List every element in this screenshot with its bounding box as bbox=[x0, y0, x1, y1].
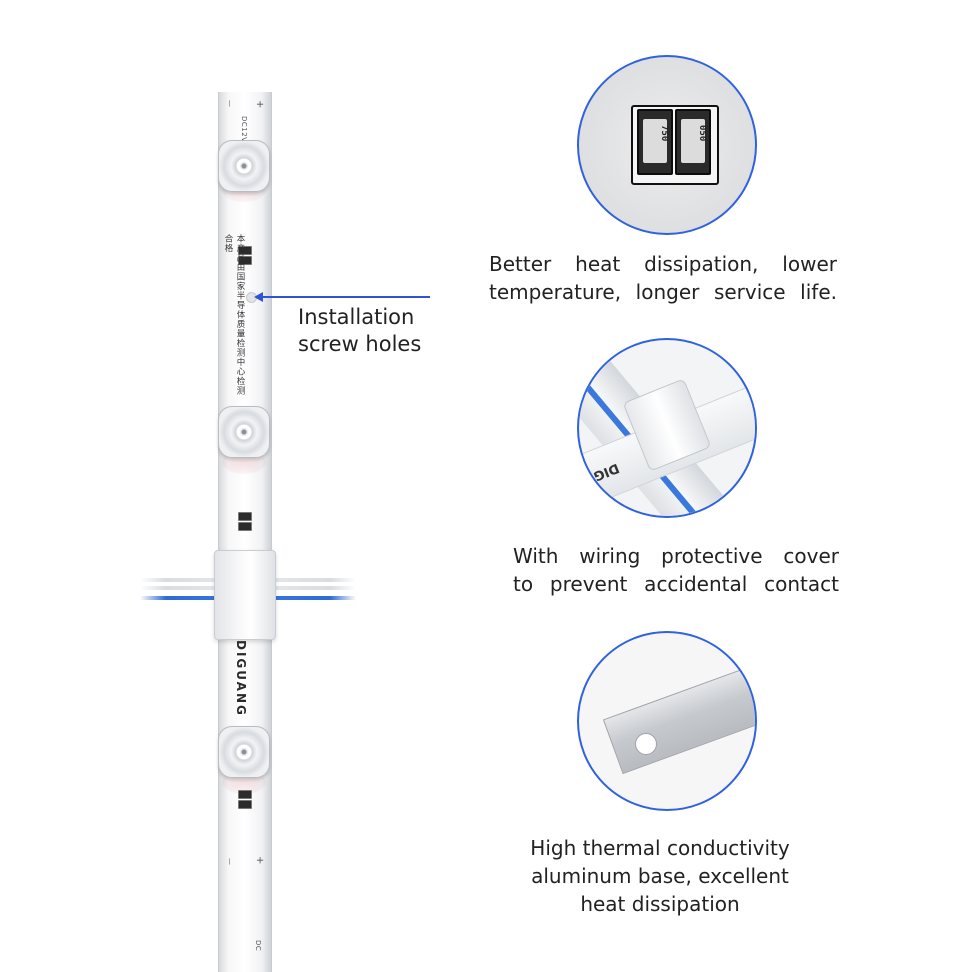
strip-minus-label: — bbox=[226, 858, 234, 866]
strip-brand-label: DIGUANG bbox=[234, 640, 248, 717]
caption-line: Better heat dissipation, lower bbox=[489, 252, 837, 276]
callout-arrow-line bbox=[258, 296, 430, 298]
chip-code: 050 bbox=[697, 125, 707, 142]
feature-caption-cover: With wiring protective cover to prevent … bbox=[513, 542, 839, 598]
caption-line: temperature, longer service life. bbox=[489, 280, 837, 304]
resistor-chip: 750 bbox=[637, 109, 673, 175]
resistor bbox=[238, 256, 252, 265]
led-lens bbox=[218, 726, 270, 778]
aluminum-base bbox=[602, 653, 755, 775]
chip-code: 750 bbox=[659, 125, 669, 142]
caption-line: aluminum base, excellent bbox=[531, 864, 789, 888]
strip-minus-label: — bbox=[226, 100, 234, 108]
caption-line: With wiring protective cover bbox=[513, 544, 839, 568]
strip-voltage-label: DC12V bbox=[240, 116, 248, 143]
strip-plus-label: + bbox=[254, 100, 265, 109]
callout-line: screw holes bbox=[298, 332, 422, 356]
led-lens bbox=[218, 406, 270, 458]
resistor bbox=[238, 512, 252, 521]
feature-caption-heat: Better heat dissipation, lower temperatu… bbox=[489, 250, 837, 306]
led-lens bbox=[218, 140, 270, 192]
wiring-cover-closeup-circle: DIG bbox=[577, 338, 757, 518]
feature-caption-aluminum: High thermal conductivity aluminum base,… bbox=[490, 834, 830, 918]
resistor bbox=[238, 800, 252, 809]
arrow-left-icon bbox=[254, 292, 263, 302]
caption-line: High thermal conductivity bbox=[530, 836, 790, 860]
resistor-closeup-circle: 750 050 bbox=[577, 55, 757, 235]
caption-line: heat dissipation bbox=[580, 892, 740, 916]
resistor-chip: 050 bbox=[675, 109, 711, 175]
strip-bottom-label: DC bbox=[254, 940, 262, 952]
callout-line: Installation bbox=[298, 305, 415, 329]
screw-hole-callout: Installation screw holes bbox=[298, 304, 421, 358]
screw-hole bbox=[635, 733, 657, 755]
caption-line: to prevent accidental contact bbox=[513, 572, 839, 596]
aluminum-base-closeup-circle bbox=[577, 631, 757, 811]
resistor bbox=[238, 522, 252, 531]
strip-plus-label: + bbox=[254, 856, 265, 865]
wiring-protective-cover bbox=[214, 550, 276, 640]
resistor bbox=[238, 790, 252, 799]
resistor bbox=[238, 246, 252, 255]
strip-certification-text: 本产品由国家半导体质量检测中心检测合格 bbox=[223, 234, 245, 396]
led-strip bbox=[218, 92, 272, 972]
